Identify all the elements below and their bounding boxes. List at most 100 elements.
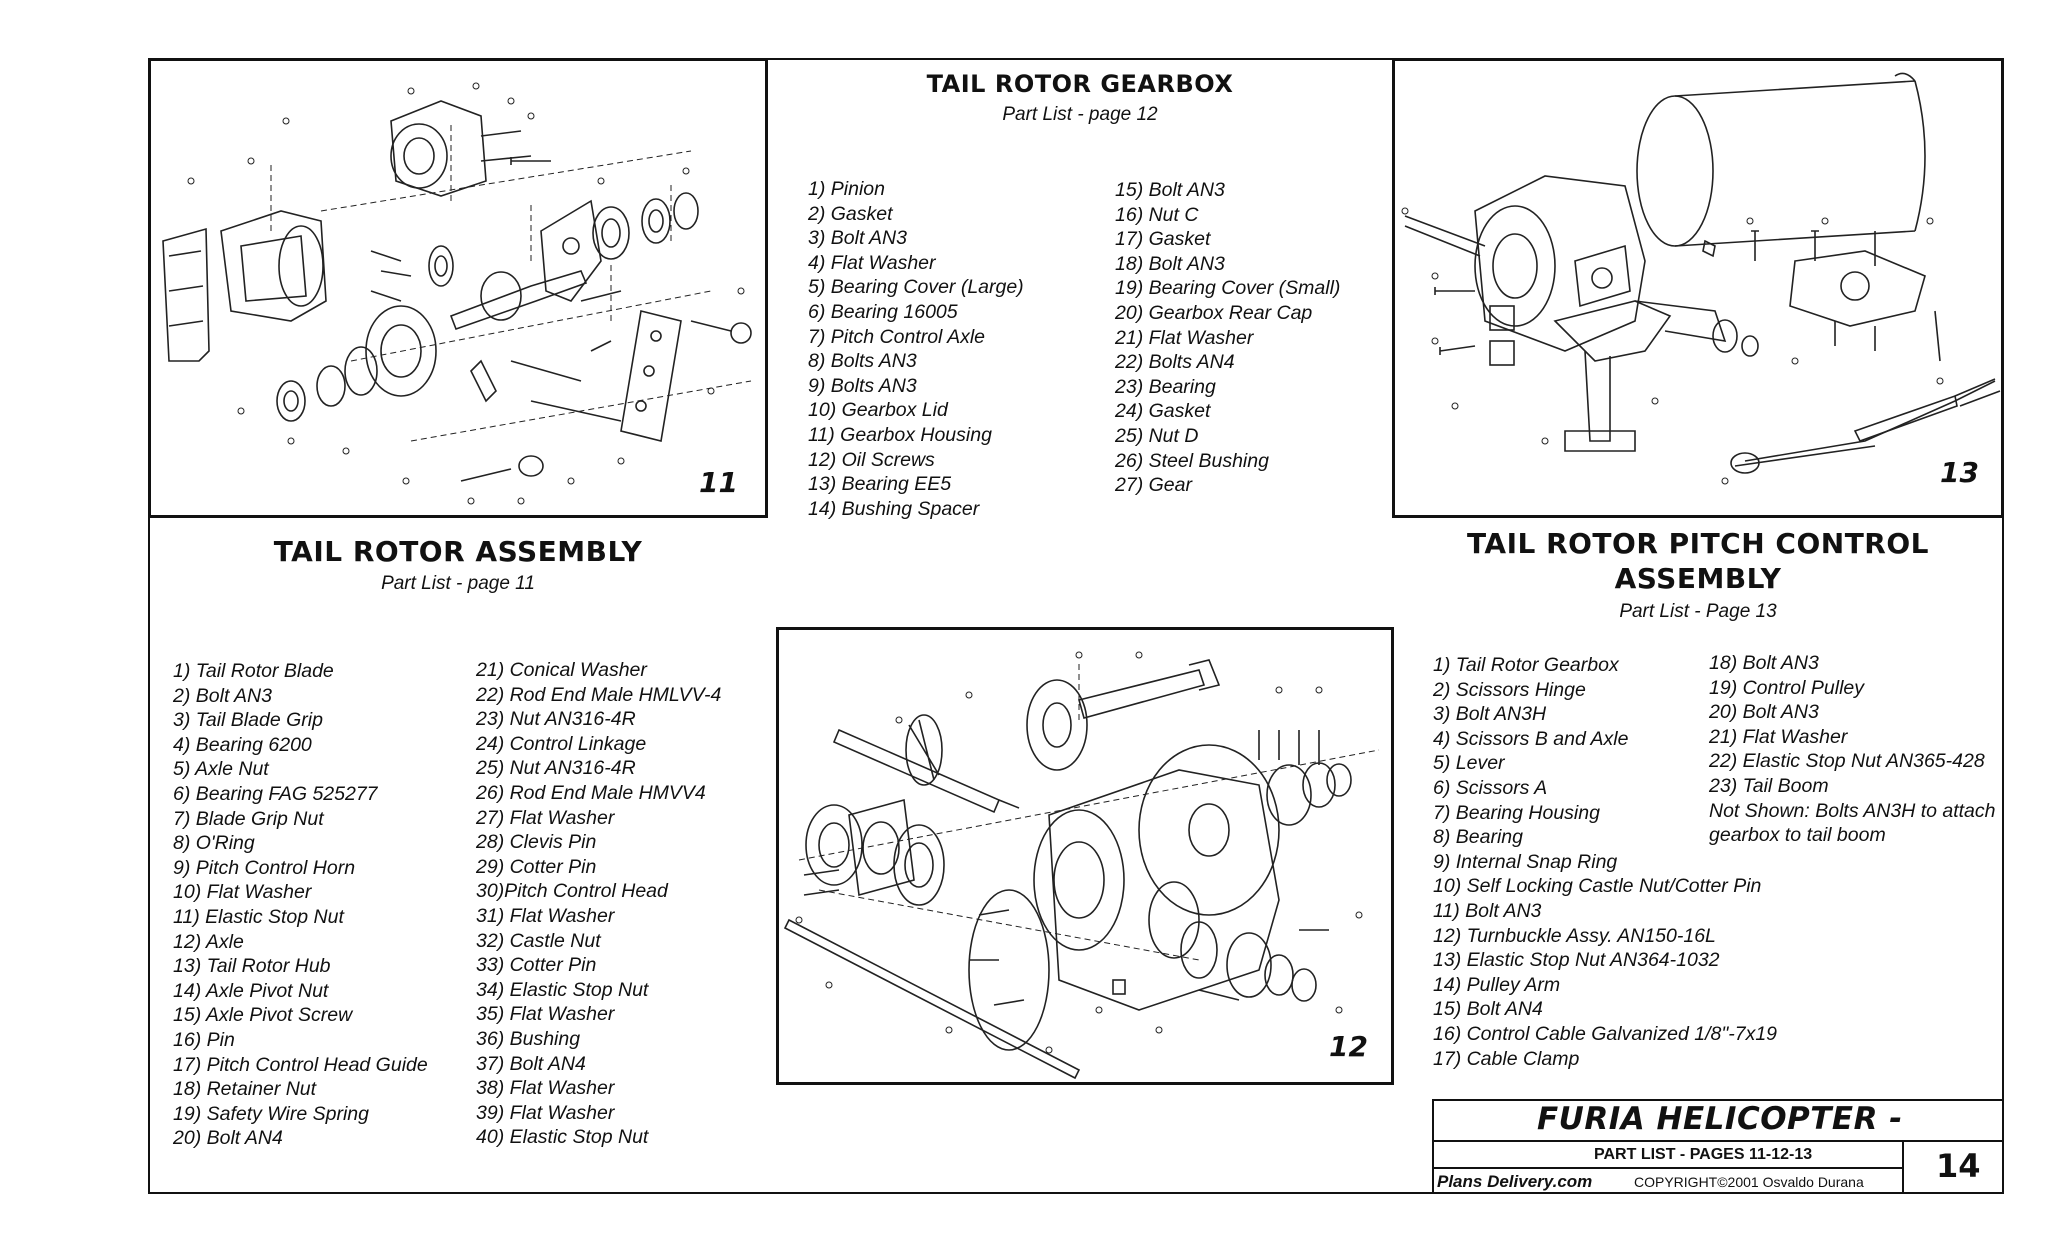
list-item: 28) Clevis Pin — [476, 831, 597, 854]
list-item: 18) Retainer Nut — [173, 1078, 317, 1101]
gearbox-subtitle: Part List - page 12 — [1002, 104, 1158, 125]
list-item: 11) Elastic Stop Nut — [173, 905, 344, 928]
pitch-title-line1: TAIL ROTOR PITCH CONTROL — [1466, 527, 1930, 560]
list-item: 1) Tail Rotor Gearbox — [1433, 654, 1619, 676]
list-item: 16) Pin — [173, 1028, 235, 1051]
list-item: 32) Castle Nut — [476, 929, 601, 952]
pitch-subtitle: Part List - Page 13 — [1619, 601, 1777, 622]
list-item: 26) Rod End Male HMVV4 — [476, 781, 706, 804]
list-item: 38) Flat Washer — [476, 1077, 615, 1100]
list-item: 13) Elastic Stop Nut AN364-1032 — [1433, 949, 1720, 972]
list-item: 3) Bolt AN3H — [1433, 703, 1547, 726]
list-item: 26) Steel Bushing — [1115, 449, 1269, 472]
list-item: 1) Pinion — [808, 178, 885, 200]
gearbox-title: TAIL ROTOR GEARBOX — [926, 70, 1234, 98]
list-item: 4) Bearing 6200 — [173, 733, 312, 756]
figure-13-number: 13 — [1940, 456, 1979, 489]
list-item: 40) Elastic Stop Nut — [476, 1126, 649, 1149]
list-item: 34) Elastic Stop Nut — [476, 978, 649, 1001]
plans-delivery-label: Plans Delivery.com — [1437, 1172, 1593, 1191]
list-item: 6) Bearing FAG 525277 — [173, 782, 378, 805]
brand-title: FURIA HELICOPTER - — [1537, 1101, 1903, 1137]
list-item: 21) Flat Washer — [1709, 725, 1848, 748]
list-item: 15) Axle Pivot Screw — [173, 1004, 353, 1027]
list-item: 8) Bolts AN3 — [808, 350, 917, 373]
list-item: 14) Axle Pivot Nut — [173, 979, 329, 1002]
pitch-parts-col1: 1) Tail Rotor Gearbox 2) Scissors Hinge … — [1433, 653, 1777, 1071]
list-item: 18) Bolt AN3 — [1115, 252, 1225, 275]
list-item: 30)Pitch Control Head — [476, 880, 668, 903]
title-block-divider-v — [1902, 1140, 1904, 1194]
list-item: 27) Gear — [1115, 474, 1192, 497]
list-item: 18) Bolt AN3 — [1709, 652, 1819, 674]
list-item: 17) Cable Clamp — [1433, 1047, 1580, 1070]
list-item: 22) Elastic Stop Nut AN365-428 — [1709, 750, 1985, 773]
list-item: gearbox to tail boom — [1709, 824, 1886, 847]
list-item: 37) Bolt AN4 — [476, 1052, 586, 1075]
list-item: 2) Bolt AN3 — [173, 684, 272, 707]
list-item: 12) Turnbuckle Assy. AN150-16L — [1433, 924, 1716, 947]
list-item: 20) Gearbox Rear Cap — [1115, 301, 1313, 324]
part-list-label: PART LIST - PAGES 11-12-13 — [1594, 1146, 1813, 1163]
list-item: 3) Tail Blade Grip — [173, 709, 323, 732]
list-item: 5) Bearing Cover (Large) — [808, 276, 1024, 299]
assembly-parts-col2: 21) Conical Washer 22) Rod End Male HMLV… — [476, 658, 721, 1150]
list-item: 22) Rod End Male HMLVV-4 — [476, 683, 722, 706]
tail-rotor-assembly-drawing — [162, 82, 752, 505]
list-item: 6) Scissors A — [1433, 776, 1548, 799]
gearbox-parts-col1: 1) Pinion 2) Gasket 3) Bolt AN3 4) Flat … — [808, 177, 1024, 521]
list-item: 19) Control Pulley — [1709, 676, 1864, 699]
copyright-label: COPYRIGHT©2001 Osvaldo Durana — [1634, 1174, 1864, 1190]
page-number: 14 — [1936, 1147, 1981, 1185]
list-item: 5) Lever — [1433, 752, 1505, 775]
list-item: 7) Blade Grip Nut — [173, 807, 324, 830]
list-item: 15) Bolt AN4 — [1433, 998, 1543, 1021]
list-item: 14) Pulley Arm — [1433, 973, 1561, 996]
list-item: 17) Pitch Control Head Guide — [173, 1053, 428, 1076]
list-item: 25) Nut AN316-4R — [476, 757, 636, 780]
list-item: 10) Self Locking Castle Nut/Cotter Pin — [1433, 875, 1762, 898]
list-item: 11) Gearbox Housing — [808, 423, 992, 446]
list-item: 23) Nut AN316-4R — [476, 708, 636, 731]
pitch-parts-col2: 18) Bolt AN3 19) Control Pulley 20) Bolt… — [1709, 651, 1996, 848]
pitch-title-line2: ASSEMBLY — [1614, 562, 1782, 595]
list-item: 22) Bolts AN4 — [1115, 351, 1235, 374]
gearbox-parts-col2: 15) Bolt AN3 16) Nut C 17) Gasket 18) Bo… — [1115, 178, 1340, 498]
list-item: 8) Bearing — [1433, 826, 1523, 849]
list-item: 39) Flat Washer — [476, 1101, 615, 1124]
list-item: 16) Nut C — [1115, 203, 1199, 226]
list-item: 7) Bearing Housing — [1433, 801, 1600, 824]
list-item: 10) Gearbox Lid — [808, 399, 948, 422]
figure-13-panel: 13 — [1392, 58, 2004, 518]
list-item: 5) Axle Nut — [173, 758, 269, 781]
sheet-border — [148, 58, 2004, 1194]
list-item: 21) Conical Washer — [476, 659, 647, 681]
list-item: 9) Bolts AN3 — [808, 374, 917, 397]
assembly-title: TAIL ROTOR ASSEMBLY — [273, 535, 643, 568]
list-item: 36) Bushing — [476, 1027, 581, 1050]
list-item: 8) O'Ring — [173, 832, 255, 855]
list-item: 19) Bearing Cover (Small) — [1115, 277, 1341, 300]
list-item: 20) Bolt AN3 — [1709, 701, 1819, 724]
list-item: 17) Gasket — [1115, 228, 1211, 251]
title-block-divider-h2 — [1432, 1167, 1902, 1169]
list-item: 35) Flat Washer — [476, 1003, 615, 1026]
list-item: 10) Flat Washer — [173, 881, 312, 904]
list-item: 33) Cotter Pin — [476, 954, 597, 977]
assembly-subtitle: Part List - page 11 — [381, 573, 535, 594]
list-item: 3) Bolt AN3 — [808, 227, 907, 250]
figure-11-number: 11 — [699, 466, 738, 499]
title-block — [1432, 1099, 2004, 1194]
figure-12-panel: 12 — [776, 627, 1394, 1085]
list-item: 2) Scissors Hinge — [1433, 678, 1586, 701]
list-item: 4) Scissors B and Axle — [1433, 727, 1629, 750]
list-item: 19) Safety Wire Spring — [173, 1102, 369, 1125]
figure-12-number: 12 — [1329, 1030, 1368, 1063]
list-item: 21) Flat Washer — [1115, 326, 1254, 349]
list-item: 31) Flat Washer — [476, 904, 615, 927]
list-item: 24) Gasket — [1115, 400, 1211, 423]
list-item: 16) Control Cable Galvanized 1/8"-7x19 — [1433, 1022, 1778, 1045]
list-item: 20) Bolt AN4 — [173, 1127, 283, 1150]
assembly-parts-col1: 1) Tail Rotor Blade 2) Bolt AN3 3) Tail … — [173, 659, 428, 1151]
title-block-divider-h1 — [1432, 1140, 2004, 1142]
